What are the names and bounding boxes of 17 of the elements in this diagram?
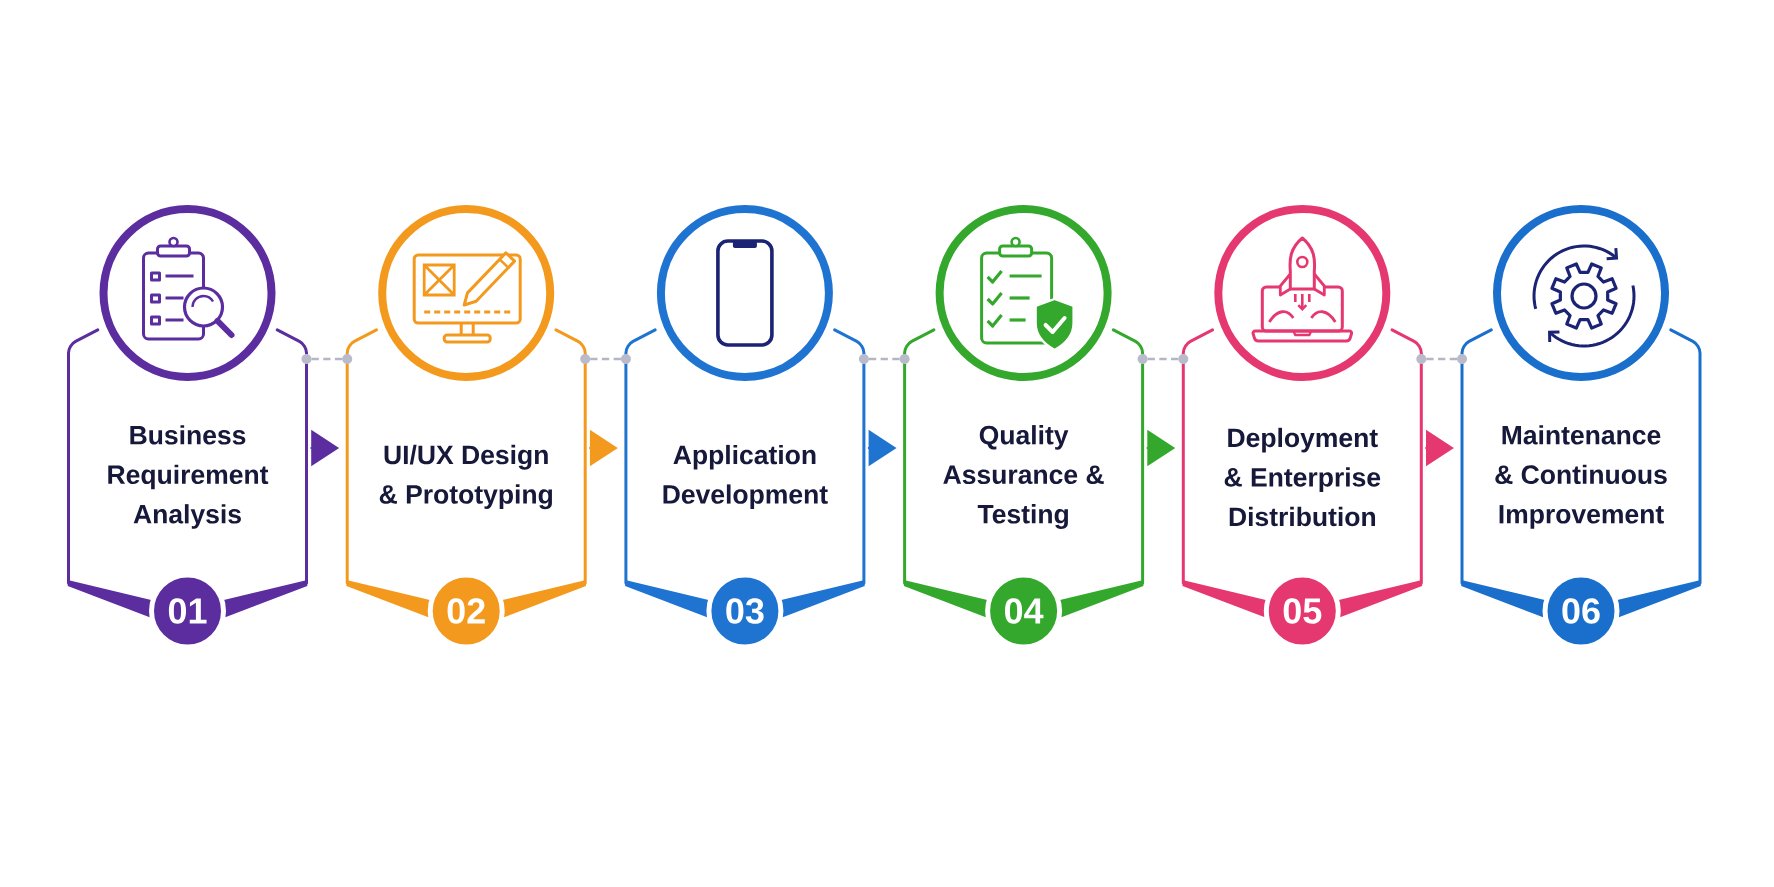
node-label: Maintenance & Continuous Improvement [1495, 425, 1667, 529]
number-badge: 04 [985, 572, 1063, 650]
node-label: Application Development [663, 444, 828, 510]
number-badge: 06 [1542, 572, 1620, 650]
node-label: Business Requirement Analysis [108, 425, 269, 529]
number-badge: 02 [427, 572, 505, 650]
connector-line [311, 357, 343, 361]
node-label: Quality Assurance & Testing [943, 425, 1104, 529]
node-label: Deployment & Enterprise Distribution [1224, 427, 1381, 527]
number-badge: 03 [706, 572, 784, 650]
number-badge: 01 [149, 572, 226, 650]
connector-line [590, 357, 621, 361]
connector-line [1426, 357, 1457, 361]
number-badge: 05 [1263, 572, 1341, 650]
connector-line [1147, 357, 1179, 361]
connector-line [868, 357, 900, 361]
node-label: UI/UX Design & Prototyping [379, 444, 553, 510]
